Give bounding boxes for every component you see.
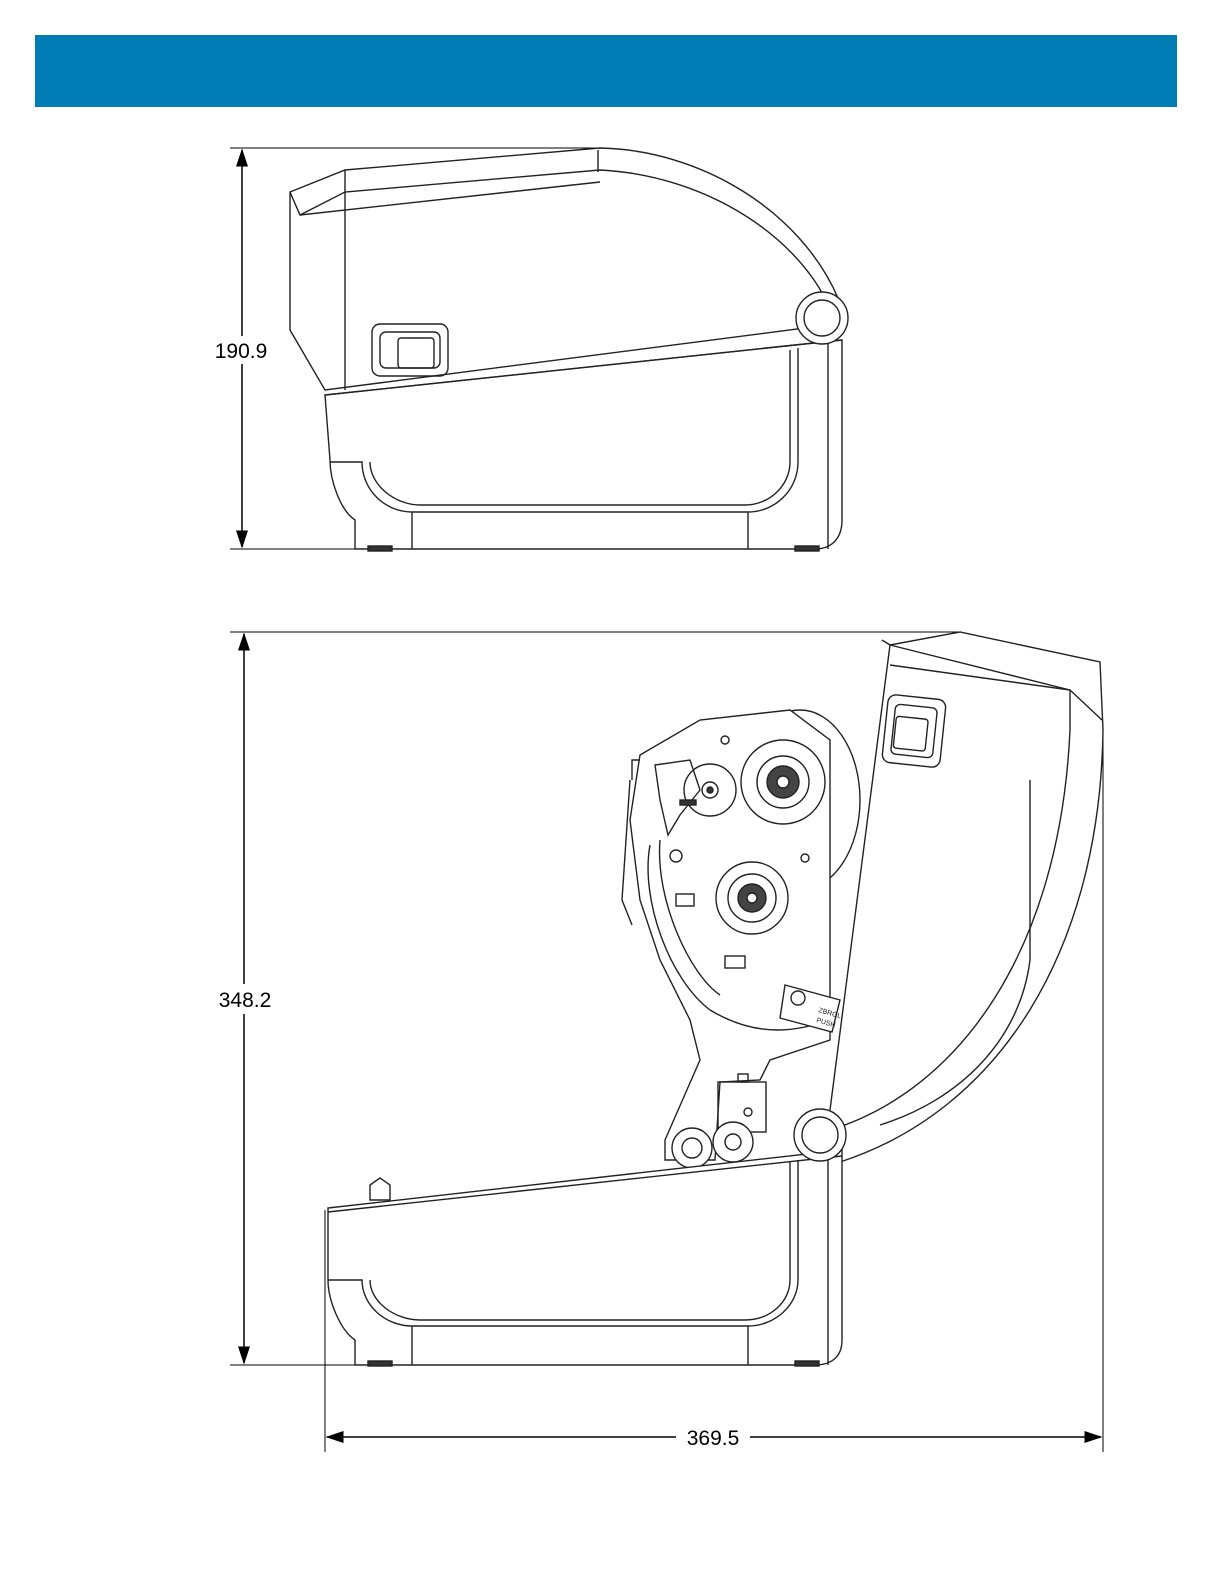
open-printer-view: ZBRGL PUSH: [230, 632, 1103, 1452]
open-height-dimension: 348.2: [208, 634, 282, 1363]
media-spindle-icon: [716, 862, 788, 934]
open-latch-button-icon: [882, 694, 947, 768]
ribbon-spindle-icon: [741, 740, 825, 824]
latch-button-icon: [372, 324, 448, 376]
closed-printer-view: [230, 148, 848, 551]
hinge-icon: [796, 292, 848, 344]
open-height-label: 348.2: [219, 989, 272, 1012]
open-width-dimension: 369.5: [327, 1424, 1101, 1452]
open-width-label: 369.5: [687, 1427, 740, 1450]
closed-height-label: 190.9: [215, 340, 268, 363]
closed-height-dimension: 190.9: [206, 150, 276, 547]
open-hinge-icon: [794, 1109, 846, 1161]
